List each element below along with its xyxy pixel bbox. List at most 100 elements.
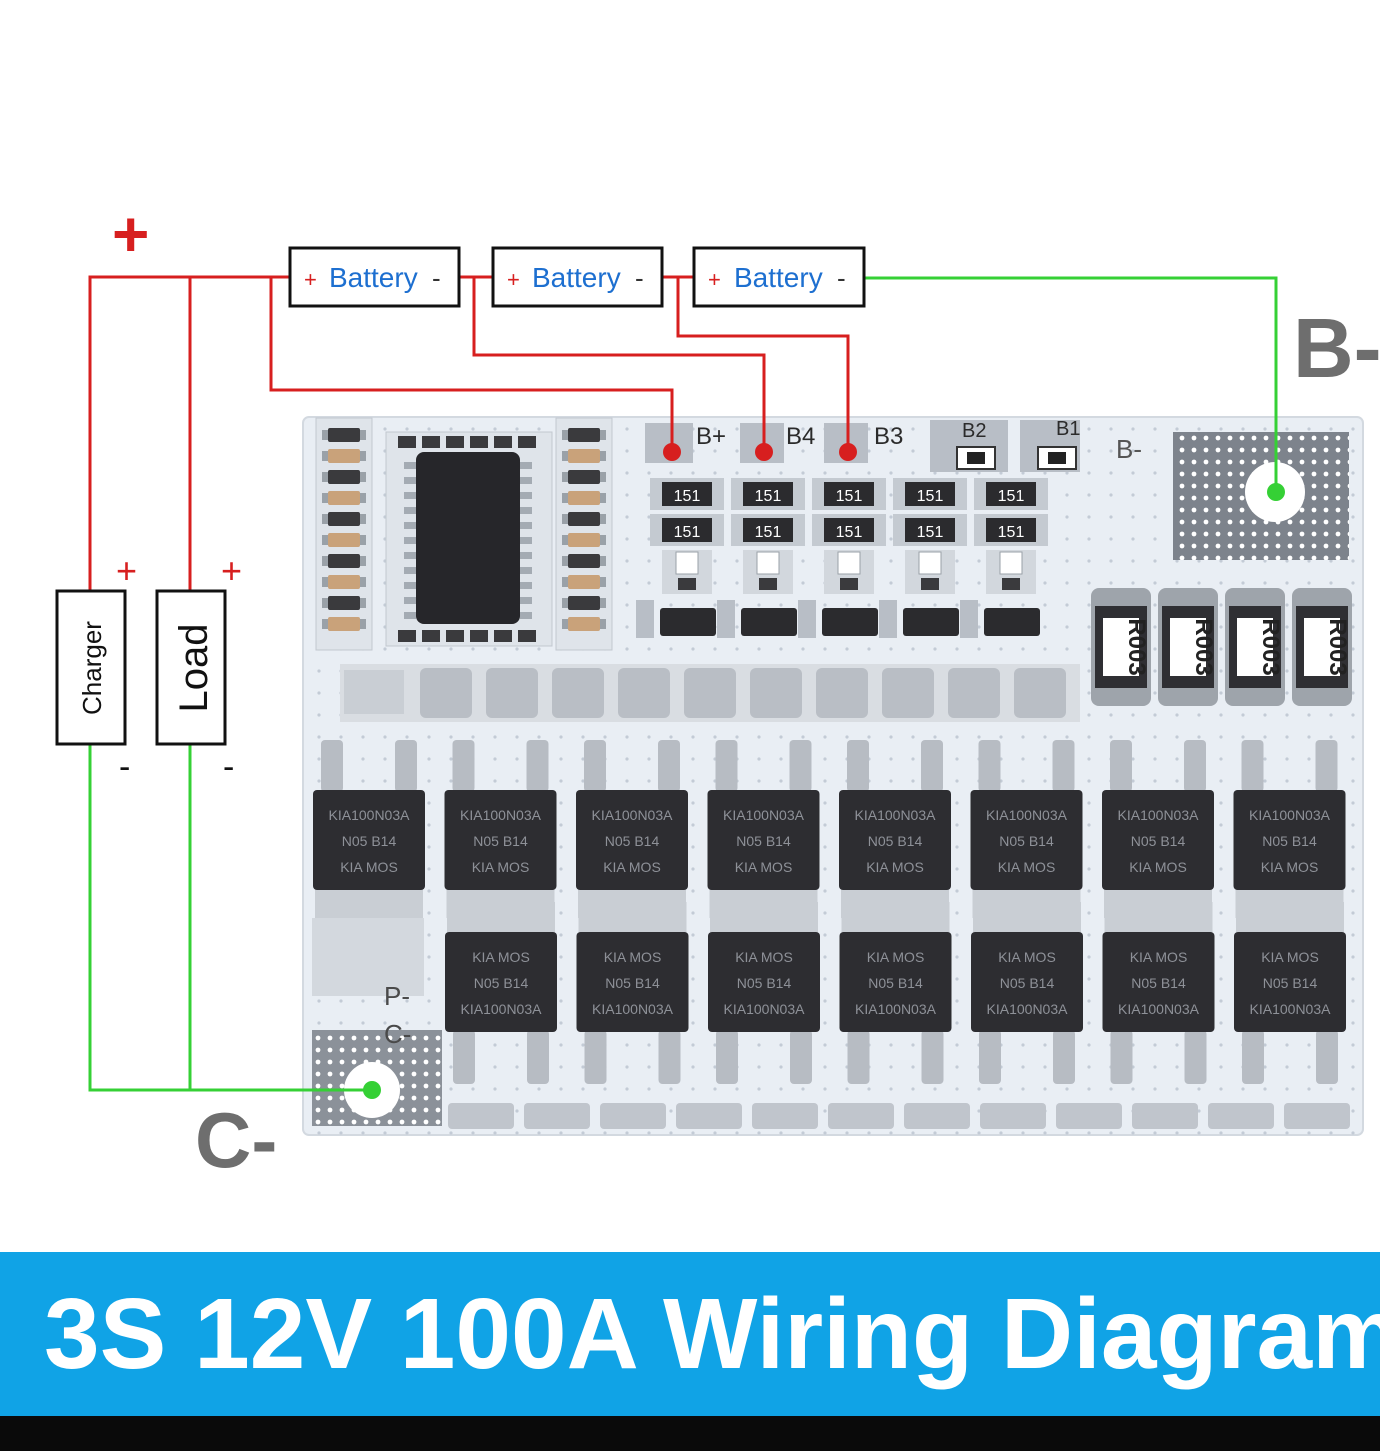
- smd-pad: [562, 451, 568, 461]
- mosfet-tab: [973, 902, 1081, 932]
- smd-pad: [360, 451, 366, 461]
- smd-pad: [322, 451, 328, 461]
- smd-pad: [879, 600, 897, 638]
- mosfet-marking: KIA MOS: [735, 859, 793, 875]
- mosfet-lead: [978, 740, 1001, 792]
- smd-part: [494, 436, 512, 448]
- led: [756, 551, 780, 575]
- mosfet-lead: [847, 1030, 870, 1084]
- led: [837, 551, 861, 575]
- mosfet-marking: KIA100N03A: [460, 807, 542, 823]
- mosfet-tab: [315, 888, 423, 918]
- mosfet-lead: [395, 740, 417, 792]
- mosfet-lead: [790, 1030, 812, 1084]
- smd-part: [328, 428, 360, 442]
- smd-pad: [600, 535, 606, 545]
- mosfet-lead: [658, 1030, 681, 1084]
- mosfet-body: [970, 790, 1083, 890]
- pad-label-b-plus: B+: [696, 423, 726, 450]
- smd-part: [568, 512, 600, 526]
- mosfet-lead: [921, 1030, 944, 1084]
- smd-part: [568, 470, 600, 484]
- battery-1-label: Battery: [329, 262, 418, 293]
- battery-boxes: + Battery - + Battery - + Battery -: [288, 246, 866, 308]
- mosfet-marking: KIA MOS: [735, 949, 793, 965]
- mosfet-marking: KIA100N03A: [1118, 807, 1200, 823]
- smd-pad: [562, 598, 568, 608]
- smd-pad: [600, 514, 606, 524]
- ic-pin: [404, 537, 416, 544]
- smd-pad: [562, 472, 568, 482]
- strip-block: [1014, 668, 1066, 718]
- mosfet-marking: N05 B14: [473, 833, 528, 849]
- transistor: [741, 608, 797, 636]
- battery-1-plus: +: [304, 267, 317, 292]
- smd-part: [518, 630, 536, 642]
- smd-part: [840, 578, 858, 590]
- led: [999, 551, 1023, 575]
- mosfet-lead: [1242, 1030, 1264, 1084]
- smd-pad: [360, 556, 366, 566]
- smd-pad: [360, 430, 366, 440]
- pad-dot-b4: [755, 443, 773, 461]
- mosfet-body: [444, 790, 557, 890]
- wire-b-minus: [864, 276, 1278, 492]
- transistor: [822, 608, 878, 636]
- smd-part: [328, 470, 360, 484]
- smd-pad: [360, 619, 366, 629]
- smd-pad: [360, 493, 366, 503]
- mosfet-marking: N05 B14: [1263, 975, 1318, 991]
- smd-pad: [360, 577, 366, 587]
- smd-pad: [562, 619, 568, 629]
- resistor-body: [986, 482, 1036, 506]
- mosfet-marking: KIA100N03A: [855, 1001, 937, 1017]
- resistor-body: [743, 518, 793, 542]
- smd-pad: [322, 514, 328, 524]
- battery-3-plus: +: [708, 267, 721, 292]
- transistor: [984, 608, 1040, 636]
- smd-part: [470, 630, 488, 642]
- mosfet-lead: [1315, 740, 1338, 792]
- wire-bplus: [269, 277, 674, 452]
- shunt-label-bg: [1103, 618, 1139, 676]
- smd-part: [568, 617, 600, 631]
- ic-pin: [520, 537, 532, 544]
- pad-label-b2: B2: [962, 420, 986, 442]
- resistor-code: 151: [755, 488, 782, 505]
- load-label: Load: [172, 624, 216, 713]
- board-label-b-minus: B-: [1116, 434, 1142, 464]
- b-minus-pad: [1173, 432, 1349, 560]
- mosfet-lead: [1110, 740, 1132, 792]
- mosfet-body: [313, 790, 425, 890]
- resistor-code: 151: [998, 524, 1025, 541]
- mosfet-body: [971, 932, 1083, 1032]
- smd-part: [568, 575, 600, 589]
- mosfet-tab: [841, 902, 950, 932]
- shunt-code: R003: [1257, 618, 1284, 675]
- mosfet-marking: N05 B14: [999, 833, 1054, 849]
- mosfet-marking: KIA MOS: [1130, 949, 1188, 965]
- pad-label-b4: B4: [786, 423, 815, 450]
- board-label-c-minus: C-: [384, 1019, 411, 1049]
- title-banner: 3S 12V 100A Wiring Diagram: [0, 1252, 1380, 1416]
- smd-part: [568, 554, 600, 568]
- battery-3-minus: -: [837, 263, 846, 293]
- ic-pin: [520, 612, 532, 619]
- mosfet-lead: [658, 740, 680, 792]
- smd-pad: [322, 493, 328, 503]
- ic-pin: [520, 522, 532, 529]
- mosfet-marking: N05 B14: [342, 833, 397, 849]
- battery-3-label: Battery: [734, 262, 823, 293]
- transistor: [903, 608, 959, 636]
- smd-pad: [960, 600, 978, 638]
- mosfet-body: [445, 932, 557, 1032]
- ic-pin: [520, 567, 532, 574]
- mosfet-marking: KIA MOS: [472, 859, 530, 875]
- smd-part: [398, 436, 416, 448]
- mosfet-marking: N05 B14: [1000, 975, 1055, 991]
- mosfet-lead: [921, 740, 943, 792]
- strip-block: [1284, 1103, 1350, 1129]
- left-components: [315, 417, 373, 651]
